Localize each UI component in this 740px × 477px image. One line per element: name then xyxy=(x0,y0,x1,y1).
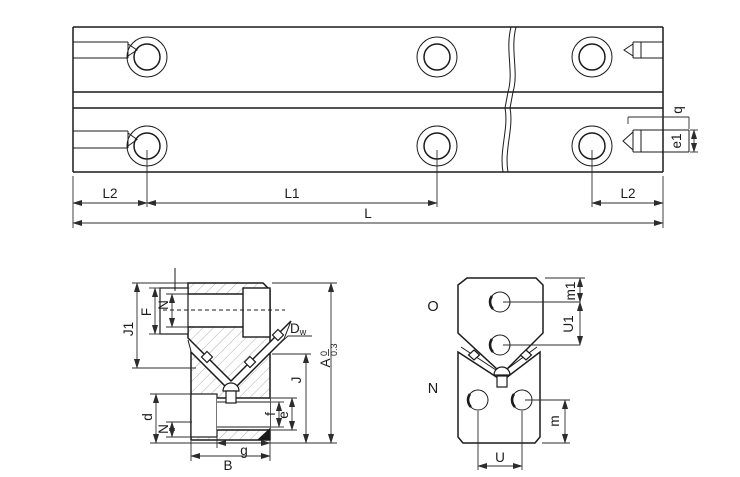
svg-text:0.3: 0.3 xyxy=(329,343,339,356)
screw-socket xyxy=(242,287,271,338)
section-dimensions: J1 F N A 0 0.3 J xyxy=(121,282,339,473)
label-n: N xyxy=(428,381,438,397)
set-screw-bottom-left xyxy=(73,130,138,149)
plan-view: q e1 L2 L1 L2 xyxy=(72,26,698,228)
dim-label-b: B xyxy=(223,458,232,473)
vertex-relief xyxy=(493,366,511,376)
dim-label-f-small: f xyxy=(263,412,278,416)
dim-label-j1: J1 xyxy=(121,322,136,336)
set-screw-top-right xyxy=(623,41,663,59)
dim-l2-right: L2 xyxy=(591,186,664,207)
dim-l: L xyxy=(72,206,664,227)
dim-label-dw: Dw xyxy=(290,321,307,337)
ball xyxy=(271,328,285,342)
vertex-relief xyxy=(222,382,240,392)
ball xyxy=(467,349,481,361)
dim-dw: Dw xyxy=(276,321,312,347)
dim-label-n-top: N xyxy=(156,300,171,310)
section-view: Dw J1 F N A 0 xyxy=(121,268,339,473)
mounting-hole xyxy=(126,36,168,78)
dim-label-l1: L1 xyxy=(284,186,299,201)
dim-label-l: L xyxy=(364,206,372,221)
dim-label-l2-right: L2 xyxy=(620,186,635,201)
end-view: O N m1 U1 m U xyxy=(427,277,585,470)
thread-relief xyxy=(257,428,270,440)
dim-label-u1: U1 xyxy=(561,315,576,332)
ball xyxy=(243,355,257,369)
dim-label-q: q xyxy=(670,106,685,114)
dim-label-d: d xyxy=(140,413,155,421)
break-line xyxy=(501,26,517,173)
vertex-notch xyxy=(496,375,508,388)
dim-l1: L1 xyxy=(146,186,438,207)
mounting-hole xyxy=(416,36,458,78)
end-raceway xyxy=(460,346,538,388)
svg-text:A: A xyxy=(318,358,333,367)
dim-label-j: J xyxy=(289,377,304,384)
plan-dimensions: L2 L1 L2 L xyxy=(72,150,664,228)
set-screw-bottom-right xyxy=(622,129,690,153)
ball xyxy=(519,349,533,361)
bottom-counterbore xyxy=(190,393,218,438)
dim-label-e: e xyxy=(276,411,291,419)
dim-label-l2-left: L2 xyxy=(102,186,117,201)
dim-label-n-bottom: N xyxy=(156,424,171,434)
lower-rail-holes xyxy=(466,389,533,411)
dim-label-m: m xyxy=(547,415,562,426)
dim-label-f: F xyxy=(139,308,154,316)
svg-text:0: 0 xyxy=(319,351,329,356)
dim-label-a: A 0 0.3 xyxy=(318,343,339,367)
dim-label-m1: m1 xyxy=(563,282,578,301)
vertex-notch xyxy=(225,390,237,404)
label-o: O xyxy=(427,299,438,315)
rail-outline xyxy=(72,26,664,173)
dim-label-u: U xyxy=(495,450,505,465)
dim-q: q xyxy=(627,106,690,129)
end-dimensions: m1 U1 m U xyxy=(477,277,585,470)
dim-e1: e1 xyxy=(669,129,698,153)
top-rail-hole xyxy=(188,294,243,327)
set-screw-top-left xyxy=(73,41,138,59)
ball xyxy=(200,350,214,364)
mounting-hole xyxy=(571,36,613,78)
dim-label-g: g xyxy=(240,443,248,458)
dim-label-e1: e1 xyxy=(669,133,684,148)
mounting-holes xyxy=(126,36,613,167)
dim-l2-left: L2 xyxy=(72,186,148,207)
